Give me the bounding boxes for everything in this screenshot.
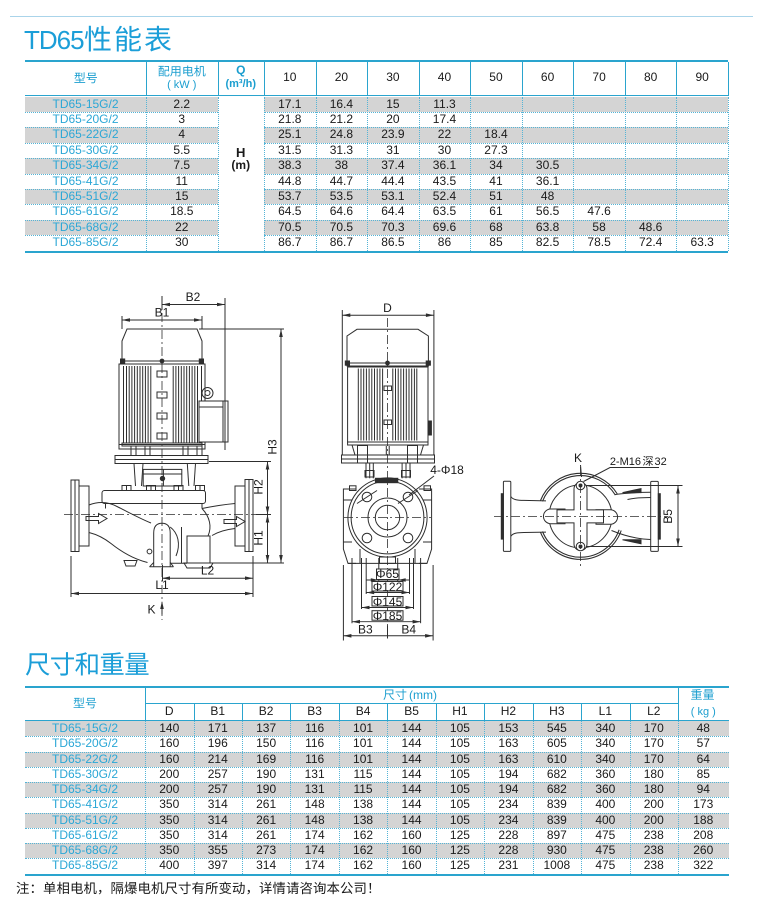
svg-text:B1: B1 xyxy=(155,306,170,320)
svg-text:H1: H1 xyxy=(252,530,266,546)
svg-text:(mm): (mm) xyxy=(409,688,437,702)
svg-text:2-M16: 2-M16 xyxy=(610,456,641,468)
svg-text:Φ185: Φ185 xyxy=(373,609,403,623)
svg-text:L1: L1 xyxy=(155,578,169,592)
svg-text:B5: B5 xyxy=(661,509,675,524)
svg-text:Φ145: Φ145 xyxy=(373,595,403,609)
svg-text:4-Φ18: 4-Φ18 xyxy=(430,463,464,477)
svg-text:B2: B2 xyxy=(186,290,201,304)
svg-text:B3: B3 xyxy=(358,622,373,636)
svg-text:H2: H2 xyxy=(252,479,266,495)
svg-text:K: K xyxy=(574,451,582,465)
svg-text:B4: B4 xyxy=(401,622,416,636)
svg-text:32: 32 xyxy=(655,456,667,468)
svg-text:L2: L2 xyxy=(201,563,215,577)
svg-text:H3: H3 xyxy=(266,439,280,455)
svg-text:D: D xyxy=(383,301,392,315)
svg-text:K: K xyxy=(147,603,155,617)
svg-text:Φ122: Φ122 xyxy=(373,580,403,594)
svg-text:Φ65: Φ65 xyxy=(376,567,399,581)
